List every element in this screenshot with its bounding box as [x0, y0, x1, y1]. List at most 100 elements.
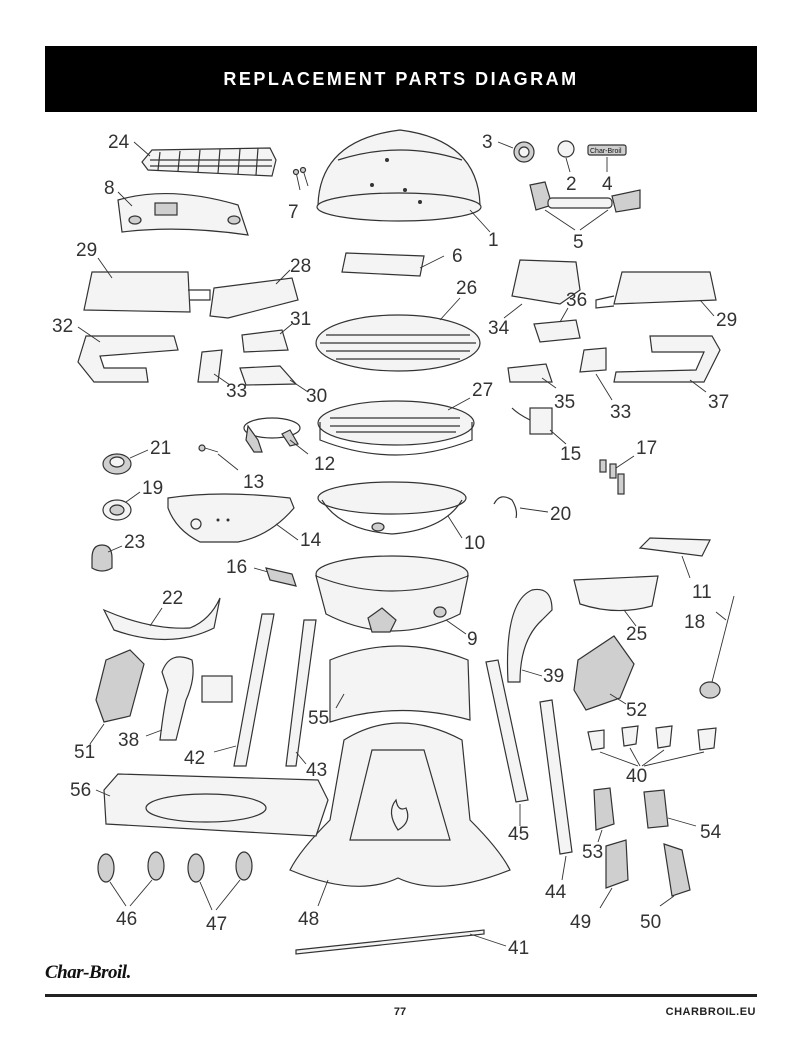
part-cap-38	[159, 656, 194, 741]
part-casters-46	[97, 851, 165, 883]
part-gauge	[557, 140, 575, 173]
part-bracket-54	[643, 789, 669, 829]
callout-45: 45	[508, 824, 529, 845]
part-lid	[316, 129, 482, 222]
callout-8: 8	[104, 178, 115, 199]
part-leg-45	[485, 659, 529, 803]
callout-4: 4	[602, 174, 613, 195]
part-bracket-30	[239, 365, 298, 386]
callout-9: 9	[467, 629, 478, 650]
part-panel-55	[329, 645, 471, 723]
callout-49: 49	[570, 912, 591, 933]
callout-56: 56	[70, 780, 91, 801]
callout-51: 51	[74, 742, 95, 763]
part-bracket-50	[663, 843, 691, 897]
part-fasteners	[599, 459, 625, 495]
callout-38: 38	[118, 730, 139, 751]
part-casters-47	[187, 851, 253, 883]
callout-32: 32	[52, 316, 73, 337]
callout-34: 34	[488, 318, 510, 339]
part-base-grate-56	[103, 773, 329, 837]
callout-42: 42	[184, 748, 205, 769]
part-valve-16	[265, 567, 297, 587]
footer-rule	[45, 994, 757, 997]
part-bracket-34	[511, 259, 581, 305]
callout-13: 13	[243, 472, 264, 493]
callout-53: 53	[582, 842, 603, 863]
callout-10: 10	[464, 533, 485, 554]
callout-23: 23	[124, 532, 145, 553]
callout-48: 48	[298, 909, 319, 930]
callout-12: 12	[314, 454, 335, 475]
callout-14: 14	[300, 530, 322, 551]
part-heat-shield	[117, 192, 249, 236]
callout-29-left: 29	[76, 240, 97, 261]
header-bar: REPLACEMENT PARTS DIAGRAM	[45, 46, 757, 112]
part-tray-27	[317, 400, 475, 456]
part-bracket-38b	[201, 675, 233, 703]
callout-50: 50	[640, 912, 661, 933]
part-hook-20	[493, 496, 518, 519]
callout-35: 35	[554, 392, 575, 413]
callout-18: 18	[684, 612, 705, 633]
callout-43: 43	[306, 760, 327, 781]
part-plate-11	[638, 537, 711, 557]
part-bowl-10	[317, 481, 467, 535]
part-bracket-51	[95, 649, 145, 723]
part-side-shelf-left	[83, 271, 211, 313]
part-bracket-33-left	[197, 349, 223, 383]
callout-24: 24	[108, 132, 130, 153]
callout-17: 17	[636, 438, 657, 459]
part-leg-42	[233, 613, 275, 767]
callout-2: 2	[566, 174, 577, 195]
website-url: CHARBROIL.EU	[665, 1006, 756, 1018]
callout-25: 25	[626, 624, 647, 645]
page-number: 77	[393, 1006, 407, 1018]
callout-27: 27	[472, 380, 493, 401]
callout-labels: 1 2 3 4 5 6 7 8 9 10 11 12 13 14 15 16 1…	[52, 132, 737, 959]
callout-37: 37	[708, 392, 729, 413]
callout-46: 46	[116, 909, 137, 930]
callout-6: 6	[452, 246, 463, 267]
callout-36: 36	[566, 290, 587, 311]
callout-7: 7	[288, 202, 299, 223]
callout-11: 11	[692, 582, 712, 603]
callout-47: 47	[206, 914, 227, 935]
part-bracket-36	[533, 319, 581, 343]
part-bracket-49	[605, 839, 629, 889]
part-control-panel	[167, 493, 295, 543]
callout-30: 30	[306, 386, 327, 407]
part-screws	[292, 166, 309, 191]
callout-22: 22	[162, 588, 183, 609]
brand-logo: Char-Broil.	[45, 962, 131, 983]
part-leg-43	[285, 619, 317, 767]
part-cooking-grate	[315, 314, 481, 372]
part-bracket-31	[241, 329, 289, 353]
part-knob-23	[91, 544, 113, 572]
part-leg-44	[539, 699, 573, 855]
callout-21: 21	[150, 438, 171, 459]
callout-1: 1	[488, 230, 499, 251]
part-burner-ring	[243, 417, 301, 453]
callout-54: 54	[700, 822, 722, 843]
part-drip-pan	[573, 575, 659, 612]
part-bracket	[341, 252, 425, 277]
page-title: REPLACEMENT PARTS DIAGRAM	[223, 68, 579, 89]
callout-16: 16	[226, 557, 247, 578]
callout-44: 44	[545, 882, 567, 903]
callout-20: 20	[550, 504, 571, 525]
callout-39: 39	[543, 666, 564, 687]
part-side-shelf-right	[595, 271, 717, 309]
part-thermometer	[513, 141, 535, 163]
part-rod-18	[699, 595, 735, 699]
callout-40: 40	[626, 766, 647, 787]
part-ignitor	[511, 407, 553, 435]
part-base-48	[289, 722, 511, 887]
callout-31: 31	[290, 309, 311, 330]
callout-33-right: 33	[610, 402, 631, 423]
part-firebox	[315, 555, 469, 633]
callout-28: 28	[290, 256, 311, 277]
part-bracket-52	[573, 635, 635, 711]
badge-logo-text: Char-Broil	[590, 148, 622, 155]
